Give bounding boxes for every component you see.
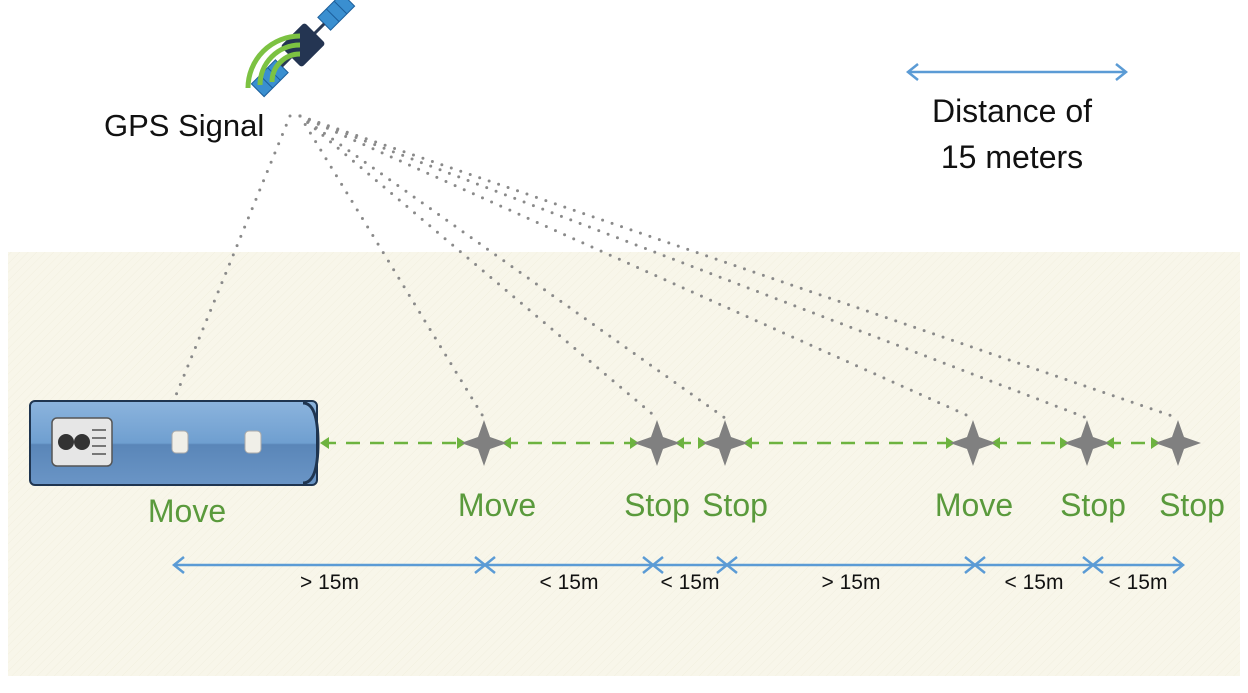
distance-label: < 15m [1004,571,1064,594]
location-point-icon [461,420,507,466]
legend-line-2: 15 meters [940,139,1084,175]
location-point-icon [950,420,996,466]
movement-path [320,437,1160,449]
location-point-icon [634,420,680,466]
legend-distance-arrow [905,63,1129,81]
distance-label: > 15m [821,571,881,594]
legend-text: Distance of 15 meters [912,88,1112,180]
gps-signal-lines [172,114,1180,420]
location-point-icon [1155,420,1201,466]
state-label: Move [934,487,1014,523]
distance-label: < 15m [539,571,599,594]
state-label: Stop [1159,487,1225,523]
gps-signal-label: GPS Signal [104,108,265,143]
state-label: Stop [624,487,690,523]
distance-arrows [171,556,1186,574]
signal-waves-icon [245,33,301,89]
distance-label: > 15m [300,571,359,594]
state-label: Stop [702,487,768,523]
legend-line-1: Distance of [931,93,1093,129]
state-label: Move [147,493,227,529]
legend-arrow [905,63,1129,81]
location-point-icon [702,420,748,466]
distance-label: < 15m [1108,571,1168,594]
state-label: Move [457,487,537,523]
gps-signal-line [298,114,727,420]
bus-icon [29,400,320,486]
distance-label: < 15m [660,571,720,594]
gps-signal-line [298,114,1089,420]
gps-signal-line [172,114,292,402]
distance-arrow [1090,556,1186,574]
gps-signal-line [298,114,659,420]
gps-signal-line [298,114,975,420]
gps-points [461,420,1201,466]
location-point-icon [1064,420,1110,466]
state-label: Stop [1060,487,1126,523]
gps-signal-line [298,114,486,420]
